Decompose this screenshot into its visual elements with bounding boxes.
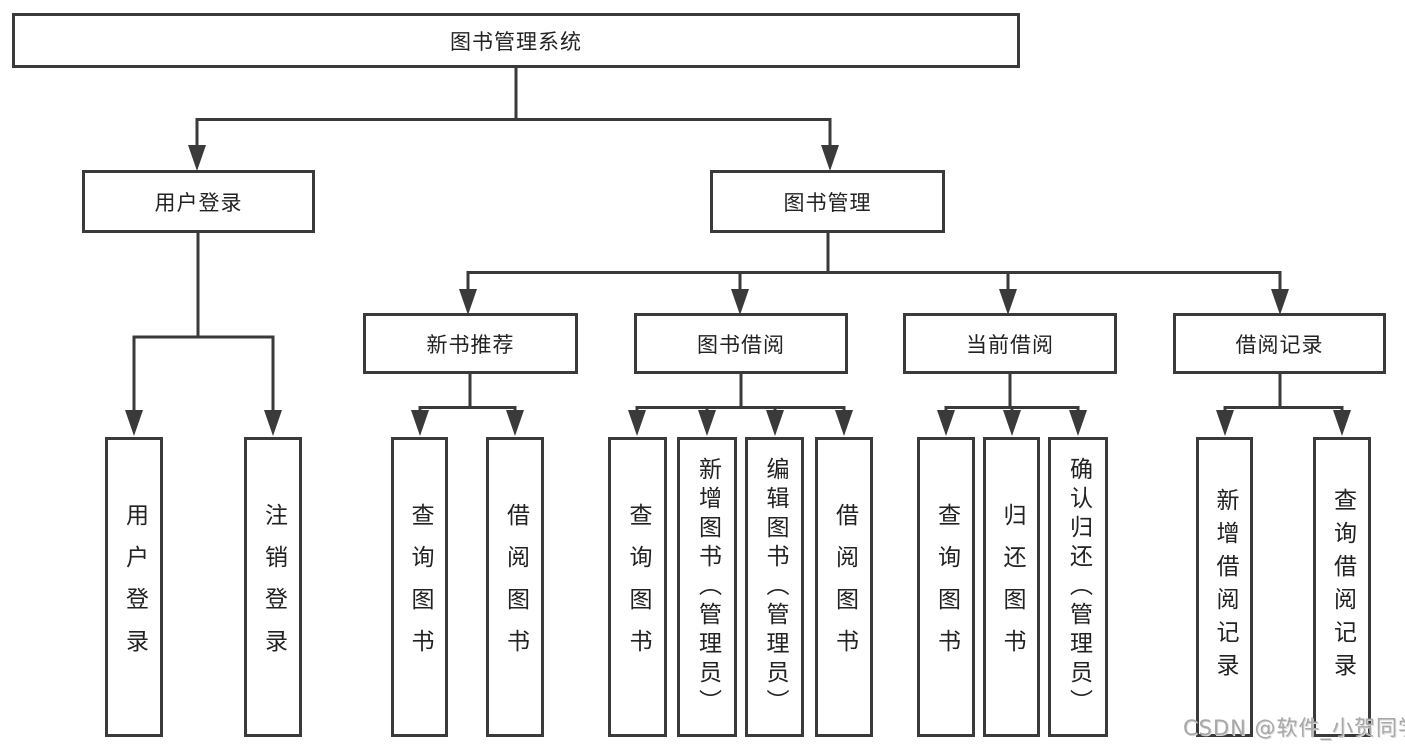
arrowhead (999, 289, 1017, 315)
arrowhead (698, 410, 716, 436)
node-leaf-bb-add-book-admin: 新增图书（管理员） (677, 437, 737, 737)
arrowhead (411, 410, 429, 436)
node-leaf-br-query-record: 查询借阅记录 (1313, 437, 1371, 737)
node-current-borrow: 当前借阅 (903, 313, 1117, 374)
csdn-watermark: CSDN @软件_小贺同学 (1183, 716, 1405, 740)
node-leaf-cb-confirm-return-admin: 确认归还（管理员） (1048, 437, 1108, 737)
node-leaf-logout: 注销登录 (244, 437, 302, 737)
arrowheads (125, 145, 1351, 436)
arrowhead (835, 410, 853, 436)
arrowhead (506, 410, 524, 436)
leaf-label: 查询借阅记录 (1329, 488, 1356, 686)
node-book-borrow: 图书借阅 (634, 313, 848, 374)
node-leaf-bb-query-book: 查询图书 (608, 437, 667, 737)
arrowhead (459, 289, 477, 315)
arrowhead (1216, 410, 1234, 436)
leaf-label: 查询图书 (625, 503, 651, 671)
node-library-management-system: 图书管理系统 (12, 13, 1020, 68)
arrowhead (188, 145, 206, 171)
arrowhead (731, 289, 749, 315)
arrowhead (264, 410, 282, 436)
leaf-label: 确认归还（管理员） (1065, 456, 1092, 718)
arrowhead (1333, 410, 1351, 436)
leaf-label: 借阅图书 (502, 503, 529, 671)
arrowhead (766, 410, 784, 436)
node-leaf-bb-borrow-book: 借阅图书 (815, 437, 873, 737)
node-new-book-recommend: 新书推荐 (363, 313, 578, 374)
node-leaf-cb-return-book: 归还图书 (983, 437, 1040, 737)
leaf-label: 新增借阅记录 (1212, 488, 1238, 686)
leaf-label: 查询图书 (933, 503, 960, 671)
node-leaf-nbr-borrow-book: 借阅图书 (486, 437, 544, 737)
leaf-label: 查询图书 (407, 503, 433, 671)
leaf-label: 用户登录 (121, 503, 148, 671)
arrowhead (1069, 410, 1087, 436)
arrowhead (937, 410, 955, 436)
leaf-label: 编辑图书（管理员） (762, 456, 788, 718)
arrowhead (125, 410, 143, 436)
arrowhead (1271, 289, 1289, 315)
arrowhead (1003, 410, 1021, 436)
node-leaf-bb-edit-book-admin: 编辑图书（管理员） (745, 437, 804, 737)
node-leaf-cb-query-book: 查询图书 (917, 437, 975, 737)
leaf-label: 新增图书（管理员） (694, 456, 721, 718)
node-book-management: 图书管理 (710, 170, 945, 233)
arrowhead (628, 410, 646, 436)
arrowhead (821, 145, 839, 171)
node-leaf-br-add-record: 新增借阅记录 (1196, 437, 1253, 737)
node-leaf-user-login: 用户登录 (105, 437, 163, 737)
node-user-login: 用户登录 (82, 170, 315, 233)
leaf-label: 借阅图书 (831, 503, 858, 671)
node-borrow-record: 借阅记录 (1173, 313, 1386, 374)
leaf-label: 注销登录 (260, 503, 287, 671)
leaf-label: 归还图书 (999, 503, 1025, 671)
node-leaf-nbr-query-book: 查询图书 (391, 437, 448, 737)
